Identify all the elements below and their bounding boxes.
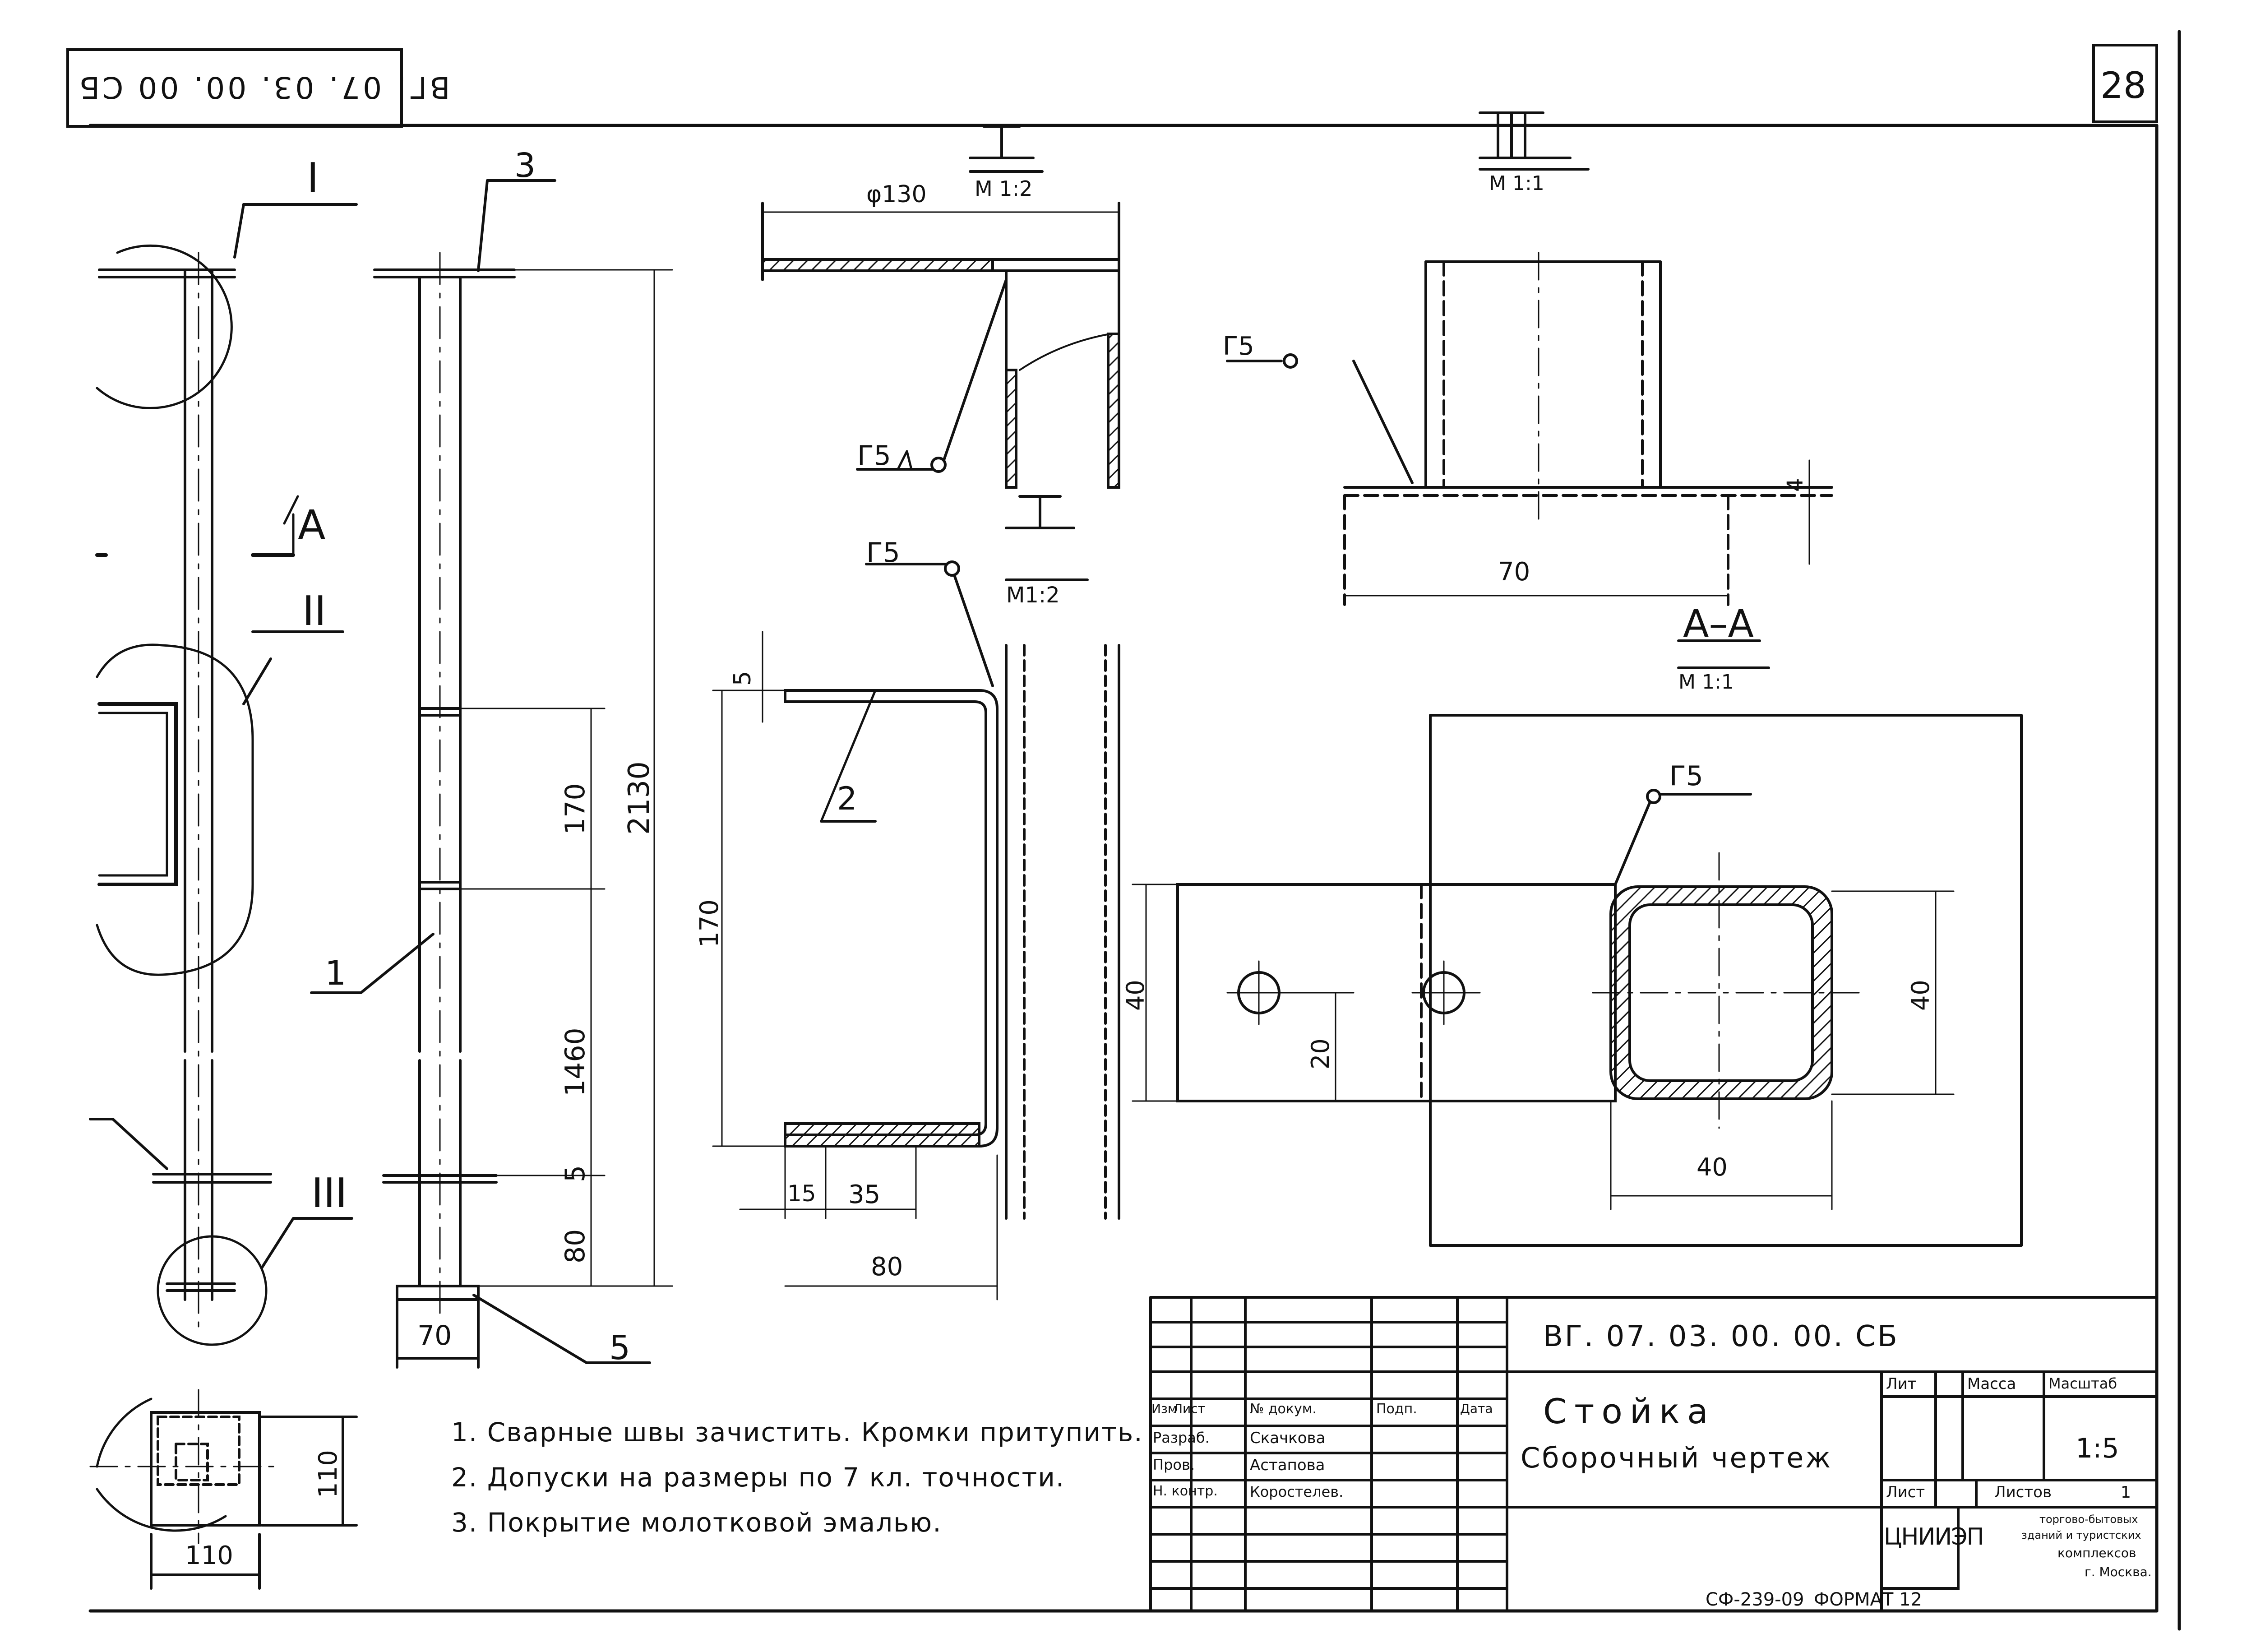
callout-3: 3 (514, 146, 536, 185)
view-label-III: III (311, 1170, 347, 1217)
footer-format: ФОРМАТ 12 (1814, 1589, 1922, 1610)
role-checker: Пров. (1153, 1456, 1195, 1473)
detail-II-scale: М1:2 (1006, 583, 1060, 608)
org-logo: ЦНИИЭП (1884, 1523, 1984, 1550)
section-AA (1132, 639, 2023, 1247)
dim-110-vertical: 110 (314, 1450, 343, 1498)
section-AA-weld: Г5 (1669, 760, 1703, 792)
page-number: 28 (2100, 65, 2146, 106)
detail-II-dim-15: 15 (787, 1180, 816, 1207)
note-2: 2. Допуски на размеры по 7 кл. точности. (451, 1462, 1065, 1493)
dim-110-horizontal: 110 (185, 1541, 233, 1570)
org-line3: комплексов (2057, 1546, 2136, 1560)
sheet-frame (88, 30, 2181, 1631)
rotated-drawing-code: ВГ. 07. 03. 00. 00 СБ (77, 70, 450, 105)
detail-II (712, 495, 1120, 1300)
role-developer: Разраб. (1153, 1429, 1210, 1446)
dim-80: 80 (559, 1229, 591, 1263)
header-doc: № докум. (1250, 1401, 1317, 1417)
name-norm-control: Коростелев. (1250, 1483, 1344, 1500)
view-label-II: II (302, 588, 327, 635)
detail-II-dim-5: 5 (729, 671, 756, 686)
detail-III (1226, 111, 1833, 606)
note-3: 3. Покрытие молотковой эмалью. (451, 1507, 942, 1538)
header-date: Дата (1460, 1401, 1493, 1416)
callout-5: 5 (609, 1328, 631, 1367)
section-mark-A: А (298, 502, 326, 549)
name-checker: Астапова (1250, 1456, 1325, 1474)
drawing-title-line2: Сборочный чертеж (1521, 1441, 1833, 1474)
detail-III-weld: Г5 (1223, 332, 1254, 361)
header-list: Лист (1173, 1401, 1205, 1416)
org-line4: г. Москва. (2085, 1564, 2152, 1579)
main-view (310, 179, 673, 1369)
sheets-label: Листов (1994, 1483, 2052, 1501)
left-partial-view (89, 203, 358, 1590)
dim-5: 5 (559, 1165, 591, 1182)
scale-value: 1:5 (2076, 1433, 2119, 1464)
detail-II-dim-35: 35 (848, 1180, 881, 1209)
detail-II-weld: Г5 (866, 537, 900, 569)
detail-I-weld: Г5 (857, 440, 891, 472)
dim-170: 170 (559, 783, 591, 835)
name-developer: Скачкова (1250, 1429, 1326, 1447)
detail-I-diameter: φ130 (866, 181, 927, 208)
detail-II-dim-80: 80 (871, 1252, 903, 1282)
org-line1: торгово-бытовых (2039, 1513, 2138, 1526)
callout-1: 1 (325, 954, 347, 993)
detail-II-callout-2: 2 (837, 780, 857, 817)
drawing-code: ВГ. 07. 03. 00. 00. СБ (1543, 1320, 1899, 1353)
scale-label: Масштаб (2048, 1375, 2117, 1392)
sheets-value: 1 (2121, 1483, 2131, 1502)
note-1: 1. Сварные швы зачистить. Кромки притупи… (451, 1417, 1143, 1448)
dim-70: 70 (417, 1320, 452, 1351)
section-AA-label: А–А (1683, 602, 1754, 646)
dim-1460: 1460 (559, 1027, 591, 1097)
section-AA-dim-40-bottom: 40 (1697, 1153, 1728, 1181)
dim-2130: 2130 (623, 761, 656, 835)
section-AA-dim-40-left: 40 (1121, 980, 1150, 1011)
detail-III-dim-70: 70 (1498, 557, 1530, 587)
footer-code: СФ-239-09 (1706, 1589, 1804, 1610)
section-AA-dim-40-right: 40 (1906, 980, 1935, 1011)
detail-III-scale: М 1:1 (1489, 172, 1544, 195)
detail-I-scale: М 1:2 (975, 176, 1033, 201)
sheet-label: Лист (1886, 1483, 1925, 1501)
section-AA-dim-20: 20 (1306, 1038, 1335, 1069)
page-number-box (2092, 44, 2158, 123)
detail-III-dim-4: 4 (1783, 478, 1808, 492)
detail-I (761, 125, 1120, 489)
header-izm: Изм (1151, 1401, 1177, 1416)
lit-label: Лит (1886, 1375, 1917, 1393)
drawing-title-line1: Стойка (1543, 1391, 1715, 1431)
header-sign: Подп. (1376, 1401, 1417, 1417)
org-line2: зданий и туристских (2021, 1529, 2141, 1541)
title-block-lines (1149, 1296, 2158, 1612)
role-norm-control: Н. контр. (1153, 1483, 1218, 1499)
detail-II-dim-170: 170 (695, 899, 724, 948)
rotated-code-box (66, 48, 403, 128)
view-label-I: I (307, 154, 319, 202)
mass-label: Масса (1967, 1375, 2016, 1393)
section-AA-scale: М 1:1 (1678, 671, 1734, 694)
